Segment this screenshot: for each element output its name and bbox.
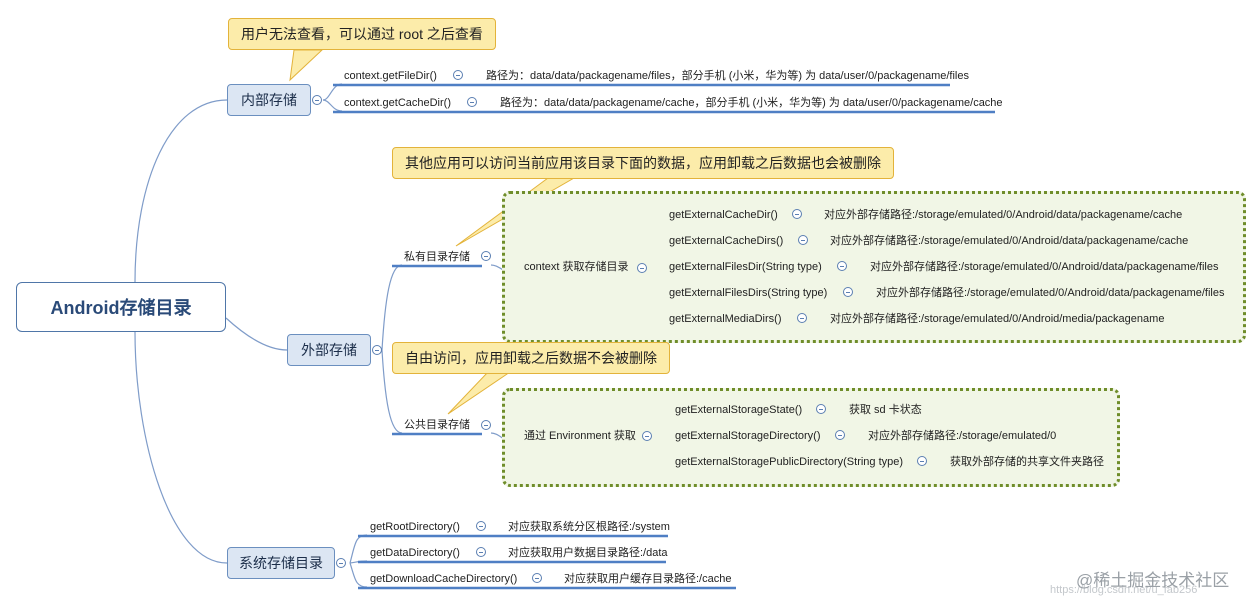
internal-note-text: 用户无法查看，可以通过 root 之后查看	[241, 26, 483, 42]
system-method-1-toggle[interactable]	[476, 547, 486, 557]
public-method-0-toggle[interactable]	[816, 404, 826, 414]
private-method-3-toggle[interactable]	[843, 287, 853, 297]
environment-group-label[interactable]: 通过 Environment 获取	[524, 430, 636, 442]
context-group-label[interactable]: context 获取存储目录	[524, 261, 629, 273]
public-group-frame	[502, 388, 1120, 487]
internal-method-0[interactable]: context.getFileDir()	[344, 70, 437, 82]
public-collapse-toggle[interactable]	[481, 420, 491, 430]
private-method-4[interactable]: getExternalMediaDirs()	[669, 313, 782, 325]
private-method-2[interactable]: getExternalFilesDir(String type)	[669, 261, 822, 273]
watermark: @稀土掘金技术社区	[1076, 571, 1230, 590]
system-method-2[interactable]: getDownloadCacheDirectory()	[370, 573, 518, 585]
private-desc-2[interactable]: 对应外部存储路径:/storage/emulated/0/Android/dat…	[870, 261, 1219, 273]
internal-collapse-toggle[interactable]	[312, 95, 322, 105]
system-method-2-toggle[interactable]	[532, 573, 542, 583]
private-method-1[interactable]: getExternalCacheDirs()	[669, 235, 784, 247]
system-method-0[interactable]: getRootDirectory()	[370, 521, 460, 533]
public-desc-2[interactable]: 获取外部存储的共享文件夹路径	[950, 456, 1104, 468]
internal-method-0-toggle[interactable]	[453, 70, 463, 80]
private-group-frame	[502, 191, 1246, 343]
public-method-1-toggle[interactable]	[835, 430, 845, 440]
root-node[interactable]: Android存储目录	[16, 282, 226, 332]
public-note: 自由访问，应用卸载之后数据不会被删除	[392, 342, 670, 374]
private-desc-0[interactable]: 对应外部存储路径:/storage/emulated/0/Android/dat…	[824, 209, 1183, 221]
private-method-1-toggle[interactable]	[798, 235, 808, 245]
public-method-2-toggle[interactable]	[917, 456, 927, 466]
internal-desc-1[interactable]: 路径为：data/data/packagename/cache，部分手机 (小米…	[500, 97, 1003, 109]
public-desc-1[interactable]: 对应外部存储路径:/storage/emulated/0	[868, 430, 1057, 442]
private-desc-4[interactable]: 对应外部存储路径:/storage/emulated/0/Android/med…	[830, 313, 1165, 325]
external-storage-label: 外部存储	[301, 342, 357, 358]
private-method-4-toggle[interactable]	[797, 313, 807, 323]
public-method-2[interactable]: getExternalStoragePublicDirectory(String…	[675, 456, 904, 468]
private-method-0-toggle[interactable]	[792, 209, 802, 219]
private-method-2-toggle[interactable]	[837, 261, 847, 271]
system-method-1[interactable]: getDataDirectory()	[370, 547, 460, 559]
internal-note: 用户无法查看，可以通过 root 之后查看	[228, 18, 496, 50]
environment-group-toggle[interactable]	[642, 431, 652, 441]
system-desc-0[interactable]: 对应获取系统分区根路径:/system	[508, 521, 670, 533]
public-method-0[interactable]: getExternalStorageState()	[675, 404, 803, 416]
private-method-3[interactable]: getExternalFilesDirs(String type)	[669, 287, 828, 299]
public-desc-0[interactable]: 获取 sd 卡状态	[849, 404, 922, 416]
internal-method-1-toggle[interactable]	[467, 97, 477, 107]
private-method-0[interactable]: getExternalCacheDir()	[669, 209, 778, 221]
private-storage-label[interactable]: 私有目录存储	[404, 251, 470, 263]
private-desc-1[interactable]: 对应外部存储路径:/storage/emulated/0/Android/dat…	[830, 235, 1189, 247]
private-note: 其他应用可以访问当前应用该目录下面的数据，应用卸载之后数据也会被删除	[392, 147, 894, 179]
internal-storage-label: 内部存储	[241, 92, 297, 108]
public-storage-label[interactable]: 公共目录存储	[404, 419, 470, 431]
system-desc-1[interactable]: 对应获取用户数据目录路径:/data	[508, 547, 668, 559]
external-storage-node[interactable]: 外部存储	[287, 334, 371, 366]
system-collapse-toggle[interactable]	[336, 558, 346, 568]
watermark-url: https://blog.csdn.net/u_fab256	[1050, 584, 1198, 596]
private-note-text: 其他应用可以访问当前应用该目录下面的数据，应用卸载之后数据也会被删除	[405, 155, 881, 171]
private-desc-3[interactable]: 对应外部存储路径:/storage/emulated/0/Android/dat…	[876, 287, 1225, 299]
system-storage-label: 系统存储目录	[239, 555, 323, 571]
public-method-1[interactable]: getExternalStorageDirectory()	[675, 430, 821, 442]
context-group-toggle[interactable]	[637, 263, 647, 273]
root-label: Android存储目录	[50, 298, 192, 318]
private-collapse-toggle[interactable]	[481, 251, 491, 261]
system-method-0-toggle[interactable]	[476, 521, 486, 531]
system-desc-2[interactable]: 对应获取用户缓存目录路径:/cache	[564, 573, 732, 585]
internal-desc-0[interactable]: 路径为：data/data/packagename/files，部分手机 (小米…	[486, 70, 969, 82]
public-note-text: 自由访问，应用卸载之后数据不会被删除	[405, 350, 657, 366]
internal-storage-node[interactable]: 内部存储	[227, 84, 311, 116]
external-collapse-toggle[interactable]	[372, 345, 382, 355]
system-storage-node[interactable]: 系统存储目录	[227, 547, 335, 579]
internal-method-1[interactable]: context.getCacheDir()	[344, 97, 451, 109]
